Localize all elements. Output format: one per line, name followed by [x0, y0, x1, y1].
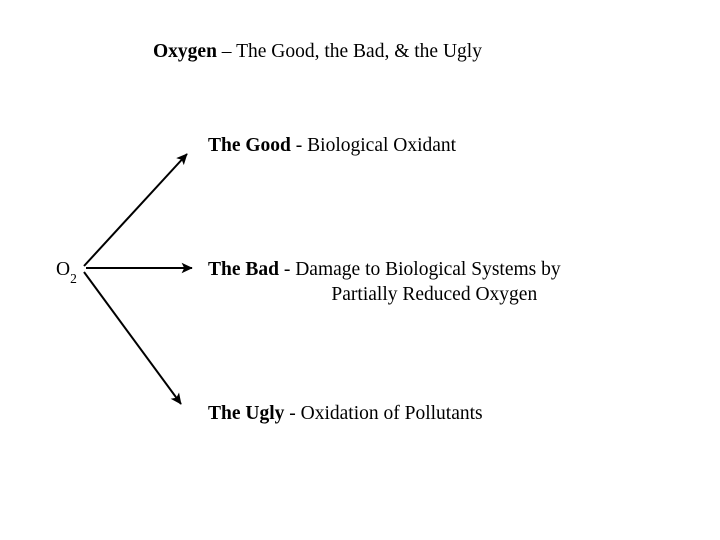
branch-bad-line2: Partially Reduced Oxygen — [331, 284, 538, 305]
branch-ugly-rest: - Oxidation of Pollutants — [284, 403, 483, 424]
o2-label-base: O — [56, 259, 71, 280]
branch-good-lead: The Good — [208, 135, 291, 156]
branch-bad: The Bad - Damage to Biological Systems b… — [208, 258, 561, 306]
o2-label-subscript: 2 — [70, 270, 77, 286]
slide-title-rest: – The Good, the Bad, & the Ugly — [216, 41, 482, 62]
arrow-to-good — [83, 153, 188, 267]
branch-good-rest: - Biological Oxidant — [290, 135, 457, 156]
branch-good: The Good - Biological Oxidant — [208, 134, 456, 157]
o2-label: O2 — [56, 258, 77, 286]
branch-ugly: The Ugly - Oxidation of Pollutants — [208, 402, 483, 425]
arrow-to-ugly — [83, 271, 182, 405]
branch-ugly-lead: The Ugly — [208, 403, 285, 424]
branch-bad-lead: The Bad — [208, 259, 279, 280]
slide-title-bold: Oxygen — [153, 41, 217, 62]
slide-title: Oxygen – The Good, the Bad, & the Ugly — [153, 40, 482, 63]
branch-bad-rest: - Damage to Biological Systems by — [278, 259, 561, 280]
